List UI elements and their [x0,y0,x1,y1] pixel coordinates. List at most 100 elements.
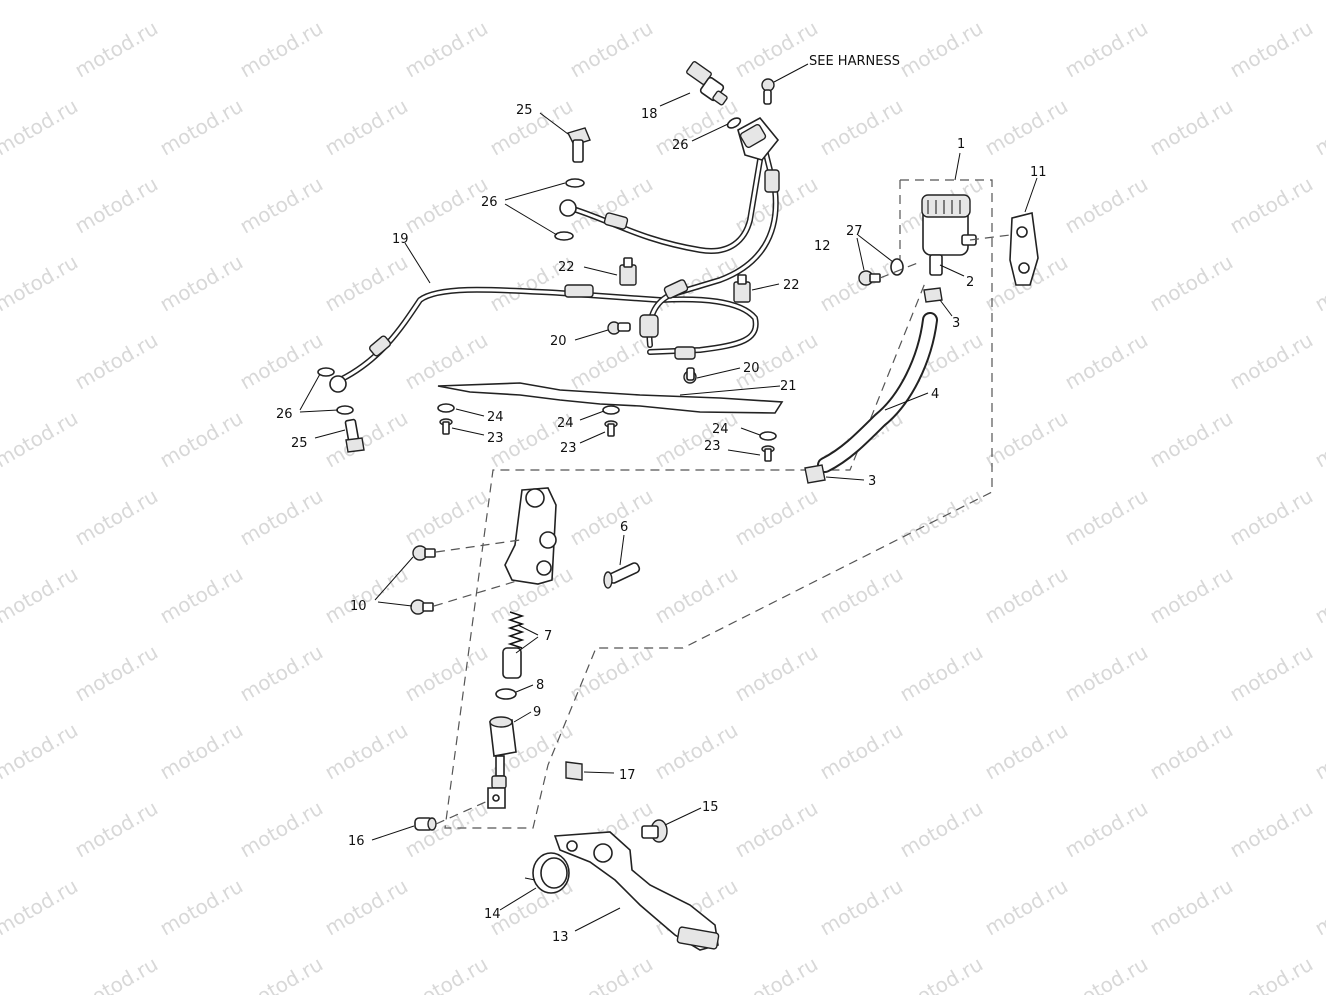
label-15: 15 [702,800,719,815]
screw-12 [858,270,881,286]
watermark-text: motod.ru [816,0,907,4]
watermark-text: motod.ru [1311,562,1326,629]
brake-hose-assembly [329,116,780,393]
watermark-text: motod.ru [566,952,657,995]
watermark-text: motod.ru [236,484,327,551]
label-26-top: 26 [672,138,689,153]
watermark-text: motod.ru [731,640,822,707]
screw-10-bottom [410,599,434,615]
clip-17 [565,761,583,781]
bolt-20-right [683,367,697,384]
label-2: 2 [966,275,974,290]
watermark-text: motod.ru [896,640,987,707]
watermark-text: motod.ru [156,874,247,941]
watermark-text: motod.ru [651,562,742,629]
reservoir-bracket-11 [1009,212,1039,286]
label-4: 4 [931,387,939,402]
watermark-text: motod.ru [321,94,412,161]
washer-24-left [437,403,455,413]
label-3-bottom: 3 [868,474,876,489]
screw-10-top-dash [435,539,521,553]
watermark-text: motod.ru [1061,172,1152,239]
harness-screw [761,78,775,105]
watermark-text: motod.ru [1146,250,1237,317]
spring-7 [507,611,525,649]
watermark-text: motod.ru [71,328,162,395]
watermark-text: motod.ru [1061,484,1152,551]
reservoir-fix-leader [879,261,921,279]
watermark-text: motod.ru [1146,94,1237,161]
watermark-text: motod.ru [566,640,657,707]
o-ring-8 [495,688,517,700]
label-14: 14 [484,907,501,922]
watermark-text: motod.ru [0,406,82,473]
label-25-top: 25 [516,103,533,118]
watermark-text: motod.ru [71,640,162,707]
label-26-mid: 26 [481,195,498,210]
pin-16 [414,817,437,831]
label-23-right: 23 [704,439,721,454]
watermark-text: motod.ru [566,484,657,551]
reservoir-hose-4-inner [819,314,936,471]
pressure-switch-18 [686,61,728,106]
watermark-text: motod.ru [1226,952,1317,995]
watermark-text: motod.ru [401,640,492,707]
pivot-bolt-15 [641,819,668,843]
watermark-text: motod.ru [236,640,327,707]
watermark-text: motod.ru [1146,406,1237,473]
bracket-leader [969,234,1011,241]
label-18: 18 [641,107,658,122]
watermark-text: motod.ru [1061,796,1152,863]
watermark-text: motod.ru [321,562,412,629]
watermark-text: motod.ru [0,0,82,4]
label-11: 11 [1030,165,1047,180]
piston-7 [502,647,522,679]
watermark-text: motod.ru [1311,718,1326,785]
label-19: 19 [392,232,409,247]
watermark-text: motod.ru [896,16,987,83]
washer-26-c [317,367,335,377]
watermark-text: motod.ru [236,172,327,239]
watermark-text: motod.ru [1061,640,1152,707]
watermark-text: motod.ru [896,484,987,551]
watermark-text: motod.ru [1226,16,1317,83]
watermark-text: motod.ru [0,718,82,785]
washer-26-b [554,231,574,241]
watermark-text: motod.ru [981,874,1072,941]
label-24-mid: 24 [557,416,574,431]
boot-and-pushrod-9 [487,716,517,809]
watermark-text: motod.ru [1226,796,1317,863]
watermark-text: motod.ru [816,718,907,785]
fluid-reservoir-2 [921,194,977,276]
watermark-text: motod.ru [566,328,657,395]
watermark-text: motod.ru [981,94,1072,161]
watermark-text: motod.ru [321,406,412,473]
watermark-text: motod.ru [1226,328,1317,395]
watermark-text: motod.ru [0,562,82,629]
watermark-text: motod.ru [731,796,822,863]
watermark-text: motod.ru [1146,718,1237,785]
watermark-text: motod.ru [156,94,247,161]
watermark-text: motod.ru [71,484,162,551]
watermark-text: motod.ru [981,562,1072,629]
hose-bracket-21 [437,382,784,414]
watermark-text: motod.ru [1146,562,1237,629]
watermark-text: motod.ru [156,250,247,317]
watermark-text: motod.ru [1146,874,1237,941]
washer-26-a [565,178,585,188]
watermark-text: motod.ru [71,952,162,995]
watermark-text: motod.ru [1226,172,1317,239]
watermark-text: motod.ru [981,406,1072,473]
label-13: 13 [552,930,569,945]
bolt-23-mid [604,420,618,437]
watermark-text: motod.ru [731,952,822,995]
label-23-mid: 23 [560,441,577,456]
label-25-bottom: 25 [291,436,308,451]
watermark-text: motod.ru [651,718,742,785]
label-7: 7 [544,629,552,644]
label-27: 27 [846,224,863,239]
watermark-text: motod.ru [651,406,742,473]
watermark-text: motod.ru [896,952,987,995]
label-see-harness: SEE HARNESS [809,54,900,69]
label-20-right: 20 [743,361,760,376]
